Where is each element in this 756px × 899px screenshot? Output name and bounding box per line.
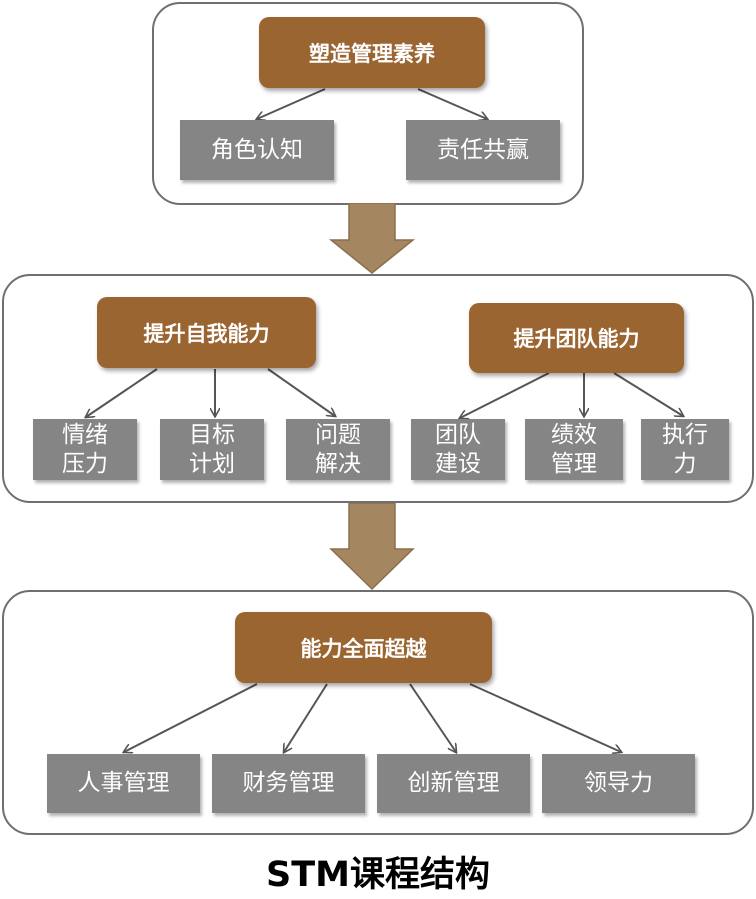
item-performance-management: 绩效管理 xyxy=(525,419,623,480)
heading-label: 能力全面超越 xyxy=(300,636,427,661)
item-problem-solving: 问题解决 xyxy=(286,419,390,480)
item-label: 创新管理 xyxy=(407,770,500,796)
item-label-line: 管理 xyxy=(551,450,597,477)
item-label: 领导力 xyxy=(584,770,653,796)
heading-label: 提升团队能力 xyxy=(513,327,640,351)
item-label-line: 解决 xyxy=(315,450,361,477)
connector-line xyxy=(409,683,456,752)
connector-line xyxy=(613,372,683,416)
heading-label: 提升自我能力 xyxy=(143,321,270,346)
diagram-caption: STM课程结构 xyxy=(266,855,490,895)
item-label-line: 问题 xyxy=(315,421,361,448)
item-hr-management: 人事管理 xyxy=(47,754,200,813)
connector-line xyxy=(284,683,328,752)
item-role-cognition: 角色认知 xyxy=(180,120,334,180)
item-label: 角色认知 xyxy=(211,136,303,163)
item-label: 人事管理 xyxy=(77,770,170,796)
item-label: 责任共赢 xyxy=(437,136,529,163)
item-finance-management: 财务管理 xyxy=(212,754,365,813)
item-label-line: 计划 xyxy=(189,450,235,477)
connector-line xyxy=(417,88,487,119)
item-label-line: 绩效 xyxy=(551,421,597,448)
item-label-line: 压力 xyxy=(62,450,108,477)
item-emotion-pressure: 情绪压力 xyxy=(33,419,137,480)
connector-line xyxy=(124,683,258,752)
item-leadership: 领导力 xyxy=(542,754,695,813)
heading-label: 塑造管理素养 xyxy=(309,41,435,66)
heading-improve-self-ability: 提升自我能力 xyxy=(97,297,316,368)
item-label: 财务管理 xyxy=(242,770,335,796)
heading-comprehensive-ability: 能力全面超越 xyxy=(235,612,492,683)
item-label-line: 团队 xyxy=(435,421,481,448)
item-goal-plan: 目标计划 xyxy=(160,419,264,480)
heading-improve-team-ability: 提升团队能力 xyxy=(469,303,684,373)
item-shared-responsibility: 责任共赢 xyxy=(406,120,560,180)
heading-shape-management-literacy: 塑造管理素养 xyxy=(259,17,485,88)
connector-line xyxy=(460,372,550,418)
connector-line xyxy=(257,88,326,119)
item-innovation-management: 创新管理 xyxy=(377,754,530,813)
item-label-line: 执行 xyxy=(662,421,708,448)
connector-line xyxy=(267,368,335,416)
item-team-building: 团队建设 xyxy=(411,419,505,480)
flow-arrow-down-icon xyxy=(328,203,416,274)
item-label-line: 力 xyxy=(673,450,697,477)
item-label-line: 情绪 xyxy=(62,421,108,448)
connector-line xyxy=(86,368,158,417)
connector-line xyxy=(469,683,621,752)
item-label-line: 建设 xyxy=(435,450,481,477)
item-label-line: 目标 xyxy=(189,421,235,448)
flow-arrow-down-icon xyxy=(329,503,415,591)
item-execution: 执行力 xyxy=(641,419,729,480)
